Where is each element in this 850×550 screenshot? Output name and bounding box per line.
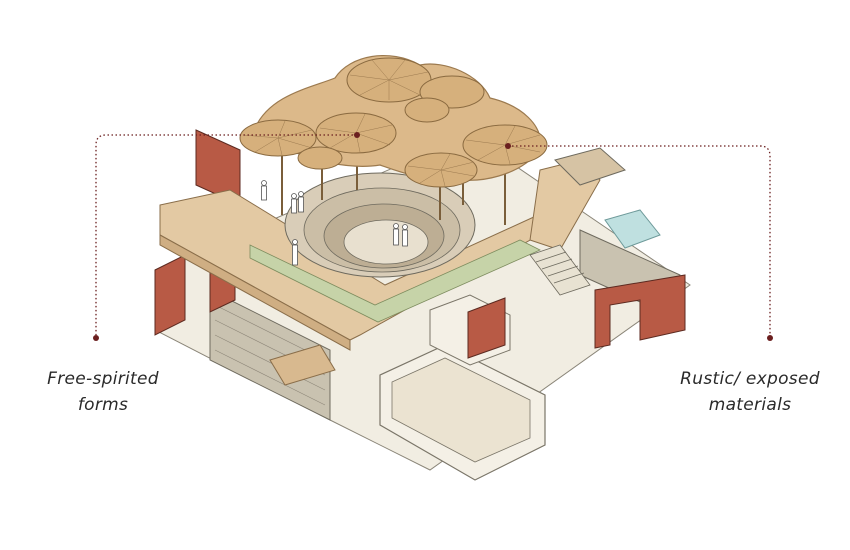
callout-left-line1: Free-spirited	[47, 369, 159, 389]
callout-left-line2: forms	[77, 395, 129, 415]
brick-wall-left	[154, 254, 186, 336]
umbrella-ribs	[242, 59, 541, 187]
human-figure-2	[298, 191, 304, 213]
right-pavilion-roof	[554, 147, 626, 186]
callout-dot-right-start	[505, 143, 511, 149]
stone-texture	[214, 304, 326, 406]
amphitheater-floor	[343, 219, 429, 265]
callout-right-line2: materials	[708, 395, 792, 415]
callout-label-rustic-exposed-materials: Rustic/ exposed materials	[665, 366, 835, 418]
human-figure-5	[402, 224, 408, 247]
staircase	[529, 244, 591, 296]
umbrella-canopy-8	[297, 146, 343, 170]
callout-dot-right-end	[767, 335, 773, 341]
human-figure-icons	[261, 180, 408, 266]
brick-wall-front	[467, 297, 506, 359]
callout-label-free-spirited-forms: Free-spirited forms	[28, 366, 178, 418]
umbrella-canopy-5	[404, 97, 450, 123]
water-pool	[604, 209, 661, 249]
human-figure-4	[393, 223, 399, 246]
white-room-inner	[391, 357, 531, 463]
callout-right-line1: Rustic/ exposed	[680, 369, 820, 389]
human-figure-3	[292, 239, 298, 266]
brick-frame-right	[594, 274, 686, 349]
callout-dot-left-end	[93, 335, 99, 341]
human-figure-1	[291, 193, 297, 214]
callout-dot-left-start	[354, 132, 360, 138]
walkway-edge	[159, 234, 351, 351]
wooden-deck	[269, 344, 336, 386]
stone-wall-left	[209, 289, 331, 421]
human-figure-6	[261, 180, 267, 201]
grass-strip	[249, 239, 541, 323]
callout-leader-right	[508, 145, 771, 335]
